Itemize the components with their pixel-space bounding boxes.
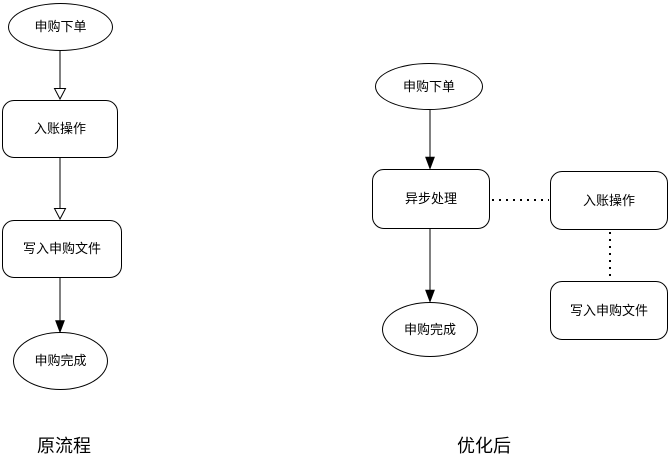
node-label: 申购下单 (402, 78, 455, 94)
node-label: 申购完成 (403, 321, 456, 337)
node-label: 入账操作 (582, 192, 635, 208)
edge-right-start-to-async (425, 110, 435, 170)
edge-right-async-to-done (425, 229, 435, 303)
node-label: 写入申购文件 (22, 241, 101, 257)
node-right-async-processing: 异步处理 (372, 169, 490, 229)
node-label: 申购下单 (34, 19, 87, 35)
node-left-write-subscribe-file: 写入申购文件 (2, 220, 122, 278)
node-label: 写入申购文件 (569, 302, 648, 318)
edge-left-write-to-done (55, 278, 65, 334)
node-right-subscribe-order: 申购下单 (375, 63, 483, 110)
edge-left-book-to-write (53, 158, 67, 221)
node-right-subscribe-complete: 申购完成 (382, 302, 478, 357)
edge-left-start-to-book (53, 51, 67, 101)
node-left-booking-operation: 入账操作 (2, 100, 118, 158)
node-label: 入账操作 (33, 121, 86, 137)
node-label: 异步处理 (404, 191, 457, 207)
node-right-booking-operation: 入账操作 (550, 171, 668, 230)
node-left-subscribe-complete: 申购完成 (13, 332, 108, 390)
node-label: 申购完成 (34, 353, 87, 369)
caption-optimized-flow: 优化后 (457, 436, 511, 456)
caption-original-flow: 原流程 (37, 436, 91, 456)
node-left-subscribe-order: 申购下单 (8, 3, 113, 51)
node-right-write-subscribe-file: 写入申购文件 (550, 281, 668, 340)
